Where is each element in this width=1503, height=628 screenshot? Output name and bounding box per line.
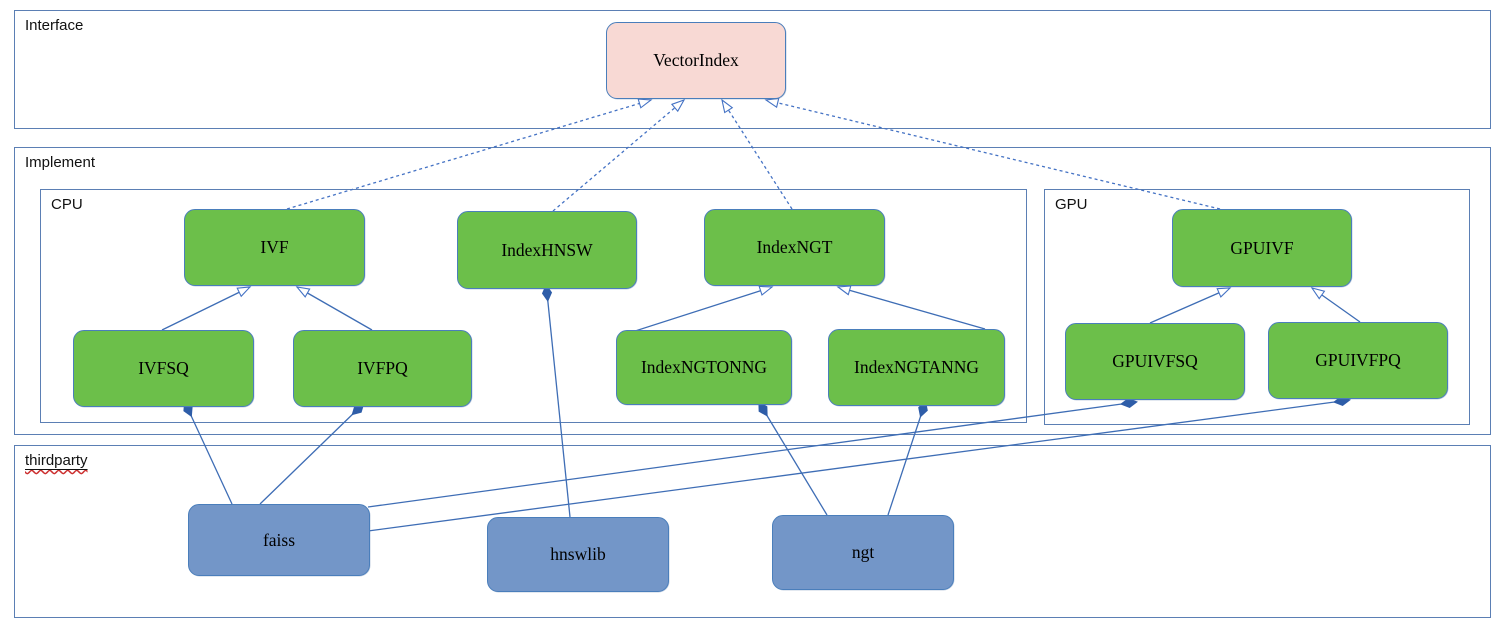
composition-ngt-indexngtonng (763, 409, 828, 516)
realization-ivf-vectorindex (286, 98, 653, 210)
gpu-label: GPU (1055, 196, 1088, 213)
node-indexngt-label: IndexNGT (756, 237, 833, 257)
composition-faiss-ivfsq (188, 409, 233, 505)
node-faiss[interactable]: faiss (188, 504, 370, 576)
generalization-ivfsq-ivf (161, 286, 252, 331)
cpu-container[interactable]: CPU (40, 189, 1027, 423)
node-hnswlib-label: hnswlib (550, 544, 606, 564)
node-ivfpq[interactable]: IVFPQ (293, 330, 472, 407)
composition-faiss-ivfpq (259, 409, 358, 505)
node-gpuivf[interactable]: GPUIVF (1172, 209, 1352, 287)
node-ivfsq-label: IVFSQ (138, 358, 189, 378)
realization-indexhnsw-vectorindex (552, 98, 686, 212)
composition-faiss-gpuivfpq (367, 401, 1342, 532)
node-indexngtonng[interactable]: IndexNGTONNG (616, 330, 792, 405)
generalization-ivfpq-ivf (295, 286, 373, 331)
node-gpuivfpq-label: GPUIVFPQ (1315, 350, 1401, 370)
node-vectorindex-label: VectorIndex (653, 50, 739, 70)
realization-indexngt-vectorindex (721, 98, 793, 210)
node-indexhnsw[interactable]: IndexHNSW (457, 211, 637, 289)
node-indexngtanng[interactable]: IndexNGTANNG (828, 329, 1005, 406)
node-gpuivfsq[interactable]: GPUIVFSQ (1065, 323, 1245, 400)
thirdparty-label: thirdparty (25, 452, 88, 469)
implement-label: Implement (25, 154, 96, 171)
node-hnswlib[interactable]: hnswlib (487, 517, 669, 592)
realization-gpuivf-vectorindex (764, 97, 1221, 210)
node-ngt[interactable]: ngt (772, 515, 954, 590)
node-ivf[interactable]: IVF (184, 209, 365, 286)
generalization-indexngtanng-indexngt (836, 285, 986, 330)
generalization-indexngtonng-indexngt (634, 285, 774, 332)
node-ivf-label: IVF (260, 237, 289, 257)
node-gpuivf-label: GPUIVF (1230, 237, 1294, 258)
gpu-container[interactable]: GPU (1044, 189, 1470, 425)
node-vectorindex[interactable]: VectorIndex (606, 22, 786, 99)
node-ivfpq-label: IVFPQ (357, 358, 408, 378)
node-gpuivfpq[interactable]: GPUIVFPQ (1268, 322, 1448, 399)
interface-label: Interface (25, 17, 84, 34)
node-indexngt[interactable]: IndexNGT (704, 209, 885, 286)
node-gpuivfsq-label: GPUIVFSQ (1112, 351, 1198, 371)
node-ngt-label: ngt (851, 542, 875, 562)
composition-ngt-indexngtanng (887, 409, 923, 516)
node-ivfsq[interactable]: IVFSQ (73, 330, 254, 407)
thirdparty-container[interactable]: thirdparty (14, 445, 1491, 618)
node-indexhnsw-label: IndexHNSW (501, 239, 593, 260)
composition-hnswlib-indexhnsw (547, 293, 571, 518)
generalization-gpuivfpq-gpuivf (1310, 287, 1361, 323)
node-indexngtanng-label: IndexNGTANNG (854, 357, 979, 377)
node-indexngtonng-label: IndexNGTONNG (640, 357, 768, 377)
interface-container[interactable]: Interface (14, 10, 1491, 129)
cpu-label: CPU (51, 196, 83, 213)
composition-faiss-gpuivfsq (367, 403, 1129, 508)
generalization-gpuivfsq-gpuivf (1149, 287, 1232, 324)
node-faiss-label: faiss (262, 529, 296, 550)
